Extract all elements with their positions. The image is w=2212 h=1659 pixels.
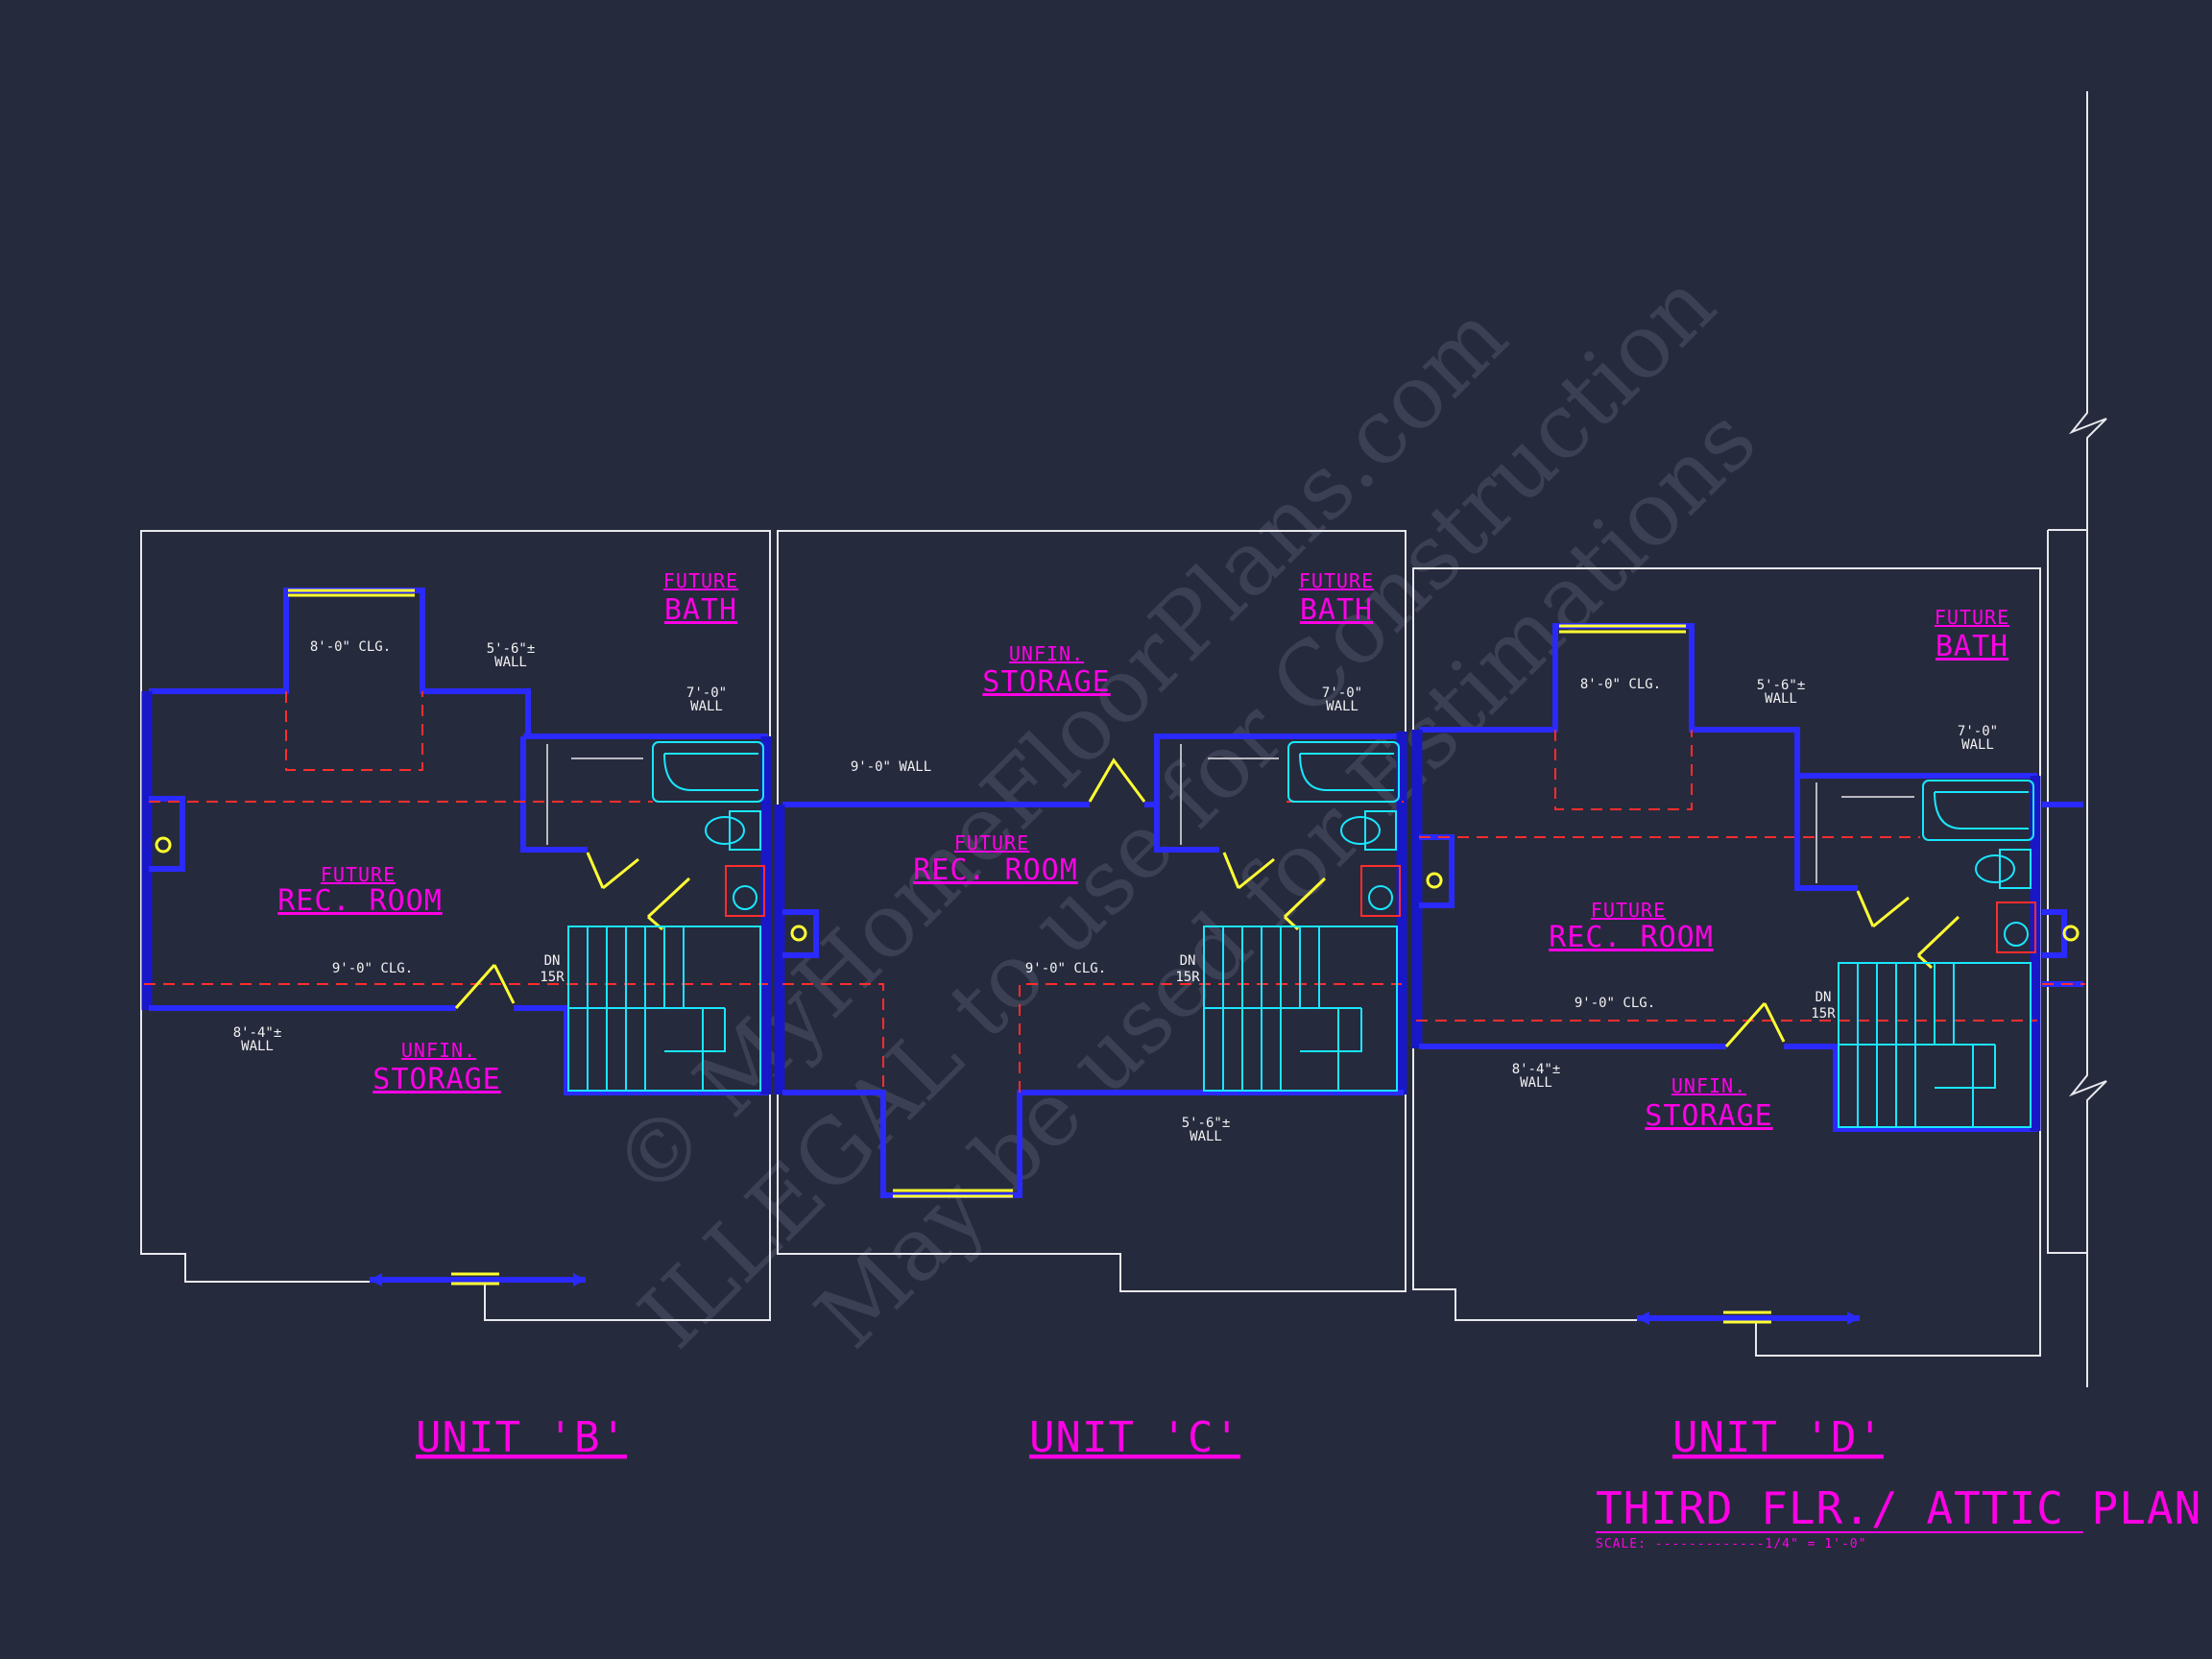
unit-c-future-bath-1: FUTURE (1299, 569, 1374, 592)
unit-b-stair-2: 15R (540, 970, 565, 985)
unit-d (1411, 567, 2085, 1357)
title-block: THIRD FLR./ ATTIC PLAN SCALE: ----------… (1596, 1482, 2201, 1551)
unit-d-wall-b-1: 7'-0" (1958, 724, 1998, 739)
unit-b-rec-room-2: REC. ROOM (277, 884, 443, 918)
unit-c-title: UNIT 'C' (1029, 1413, 1240, 1462)
unit-d-storage-2: STORAGE (1645, 1099, 1772, 1133)
unit-b-storage-1: UNFIN. (401, 1039, 476, 1062)
unit-b-wall-a-2: WALL (494, 655, 527, 670)
plan-scale: SCALE: -------------1/4" = 1'-0" (1596, 1537, 1866, 1551)
watermark: © MyHomeFloorPlans.com ILLEGAL to use fo… (592, 252, 1775, 1367)
unit-d-title: UNIT 'D' (1672, 1413, 1884, 1462)
unit-d-low-wall-2: WALL (1520, 1075, 1552, 1091)
unit-b-labels: FUTURE BATH 8'-0" CLG. 5'-6"± WALL 7'-0"… (233, 569, 738, 1462)
unit-c-stair-2: 15R (1175, 970, 1200, 985)
unit-d-future-bath-1: FUTURE (1935, 606, 2009, 629)
watermark-line-2: ILLEGAL to use for Construction (620, 252, 1735, 1367)
unit-c-labels: FUTURE BATH UNFIN. STORAGE 7'-0" WALL 9'… (851, 569, 1374, 1462)
unit-b-wall-a-1: 5'-6"± (487, 641, 536, 657)
unit-b-future-bath-1: FUTURE (663, 569, 738, 592)
unit-c-storage-2: STORAGE (982, 665, 1110, 699)
unit-d-labels: FUTURE BATH 8'-0" CLG. 5'-6"± WALL 7'-0"… (1512, 606, 2009, 1462)
unit-c-rec-room-1: FUTURE (954, 831, 1029, 854)
plan-title: THIRD FLR./ ATTIC PLAN (1596, 1482, 2201, 1534)
unit-c-mid-clg: 9'-0" CLG. (1025, 961, 1106, 976)
unit-d-stair-1: DN (1815, 990, 1832, 1005)
unit-c-wall-b-2: WALL (1326, 699, 1358, 714)
unit-d-rec-room-2: REC. ROOM (1549, 921, 1714, 954)
unit-b-top-clg: 8'-0" CLG. (310, 639, 391, 655)
unit-b-rec-room-1: FUTURE (321, 863, 396, 886)
unit-c-rec-room-2: REC. ROOM (913, 854, 1078, 887)
unit-d-rec-room-1: FUTURE (1591, 899, 1666, 922)
unit-d-wall-b-2: WALL (1961, 737, 1994, 753)
unit-b-title: UNIT 'B' (416, 1413, 627, 1462)
unit-b-mid-clg: 9'-0" CLG. (332, 961, 413, 976)
unit-b-storage-2: STORAGE (373, 1063, 500, 1096)
unit-d-wall-a-2: WALL (1765, 691, 1797, 707)
unit-d-low-wall-1: 8'-4"± (1512, 1062, 1561, 1077)
unit-d-mid-clg: 9'-0" CLG. (1575, 996, 1655, 1011)
unit-c-low-wall-2: WALL (1190, 1129, 1222, 1144)
unit-d-stair-2: 15R (1811, 1006, 1836, 1022)
unit-b-stair-1: DN (544, 953, 561, 969)
unit-c (774, 530, 1407, 1292)
unit-c-low-wall-1: 5'-6"± (1182, 1116, 1231, 1131)
unit-c-roof-outline (777, 530, 1407, 1292)
unit-c-top-wall: 9'-0" WALL (851, 759, 931, 775)
unit-d-top-clg: 8'-0" CLG. (1580, 677, 1661, 692)
break-line (2047, 91, 2107, 1387)
unit-d-wall-a-1: 5'-6"± (1757, 678, 1806, 693)
unit-b-wall-b-2: WALL (690, 699, 723, 714)
unit-d-storage-1: UNFIN. (1671, 1074, 1746, 1097)
unit-c-future-bath-2: BATH (1300, 593, 1373, 627)
unit-b-low-wall-1: 8'-4"± (233, 1025, 282, 1041)
unit-b (140, 530, 772, 1321)
unit-c-wall-b-1: 7'-0" (1322, 685, 1362, 701)
unit-d-future-bath-2: BATH (1936, 630, 2008, 663)
unit-b-low-wall-2: WALL (241, 1039, 274, 1054)
unit-c-storage-1: UNFIN. (1009, 642, 1084, 665)
unit-c-stair-1: DN (1180, 953, 1196, 969)
unit-b-wall-b-1: 7'-0" (686, 685, 727, 701)
unit-b-future-bath-2: BATH (664, 593, 737, 627)
